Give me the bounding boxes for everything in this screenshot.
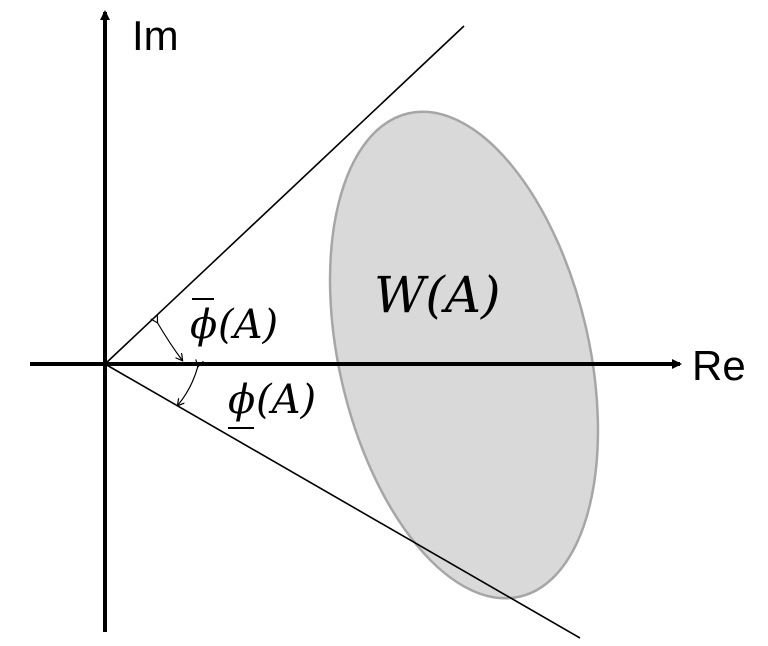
upper-angle-symbol: ϕ — [190, 302, 217, 348]
lower-angle-argument: (A) — [256, 377, 316, 423]
real-axis-label: Re — [692, 342, 746, 389]
lower-angle-label: ϕ (A) — [228, 377, 316, 429]
upper-angle-arc — [157, 322, 182, 360]
upper-angle-argument: (A) — [218, 302, 278, 348]
region-label: W(A) — [374, 266, 501, 324]
lower-angle-symbol: ϕ — [228, 377, 255, 423]
lower-tangent-line — [104, 363, 581, 639]
imaginary-axis-label: Im — [132, 12, 179, 59]
lower-angle-arc — [178, 366, 198, 405]
upper-tangent-line — [104, 25, 465, 365]
numerical-range-region — [328, 110, 600, 600]
upper-angle-label: ϕ (A) — [190, 298, 278, 348]
